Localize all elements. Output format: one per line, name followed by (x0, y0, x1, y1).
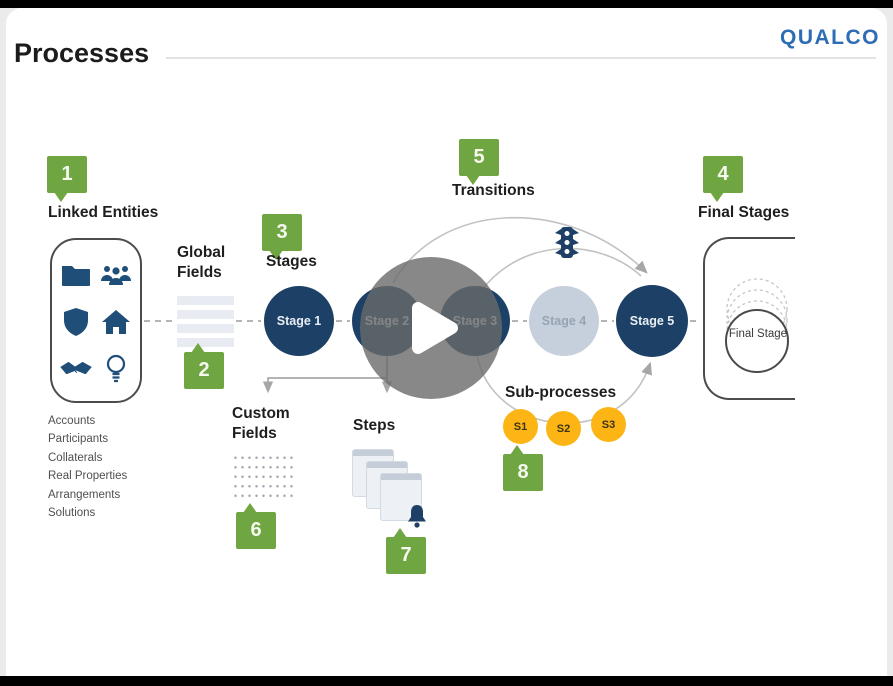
stage-circle-4: Stage 4 (529, 286, 599, 356)
badge-2: 2 (184, 343, 224, 389)
custom-fields-grid (232, 453, 296, 501)
final-stages-box (703, 237, 795, 400)
shield-icon (64, 307, 88, 336)
stage-circle-1: Stage 1 (264, 286, 334, 356)
badge-6-number: 6 (250, 519, 262, 541)
subprocess-circle-s3: S3 (591, 407, 626, 442)
stages-title: Stages (266, 253, 317, 270)
list-item: Real Properties (48, 470, 128, 483)
badge-7-number: 7 (400, 544, 412, 566)
transitions-title: Transitions (452, 182, 535, 199)
linked-entities-list: Accounts Participants Collaterals Real P… (48, 412, 127, 522)
list-item: Accounts (48, 415, 96, 427)
list-item: Participants (48, 433, 109, 446)
global-field-bar (177, 310, 234, 319)
badge-8: 8 (503, 445, 543, 491)
page-title: Processes (14, 38, 150, 68)
qualco-logo: QUALCO (780, 26, 880, 49)
badge-5: 5 (459, 139, 499, 185)
step-card (380, 473, 422, 521)
badge-7: 7 (386, 528, 426, 574)
linked-entities-box (50, 238, 142, 403)
final-stage-circle-label: Final Stage (728, 328, 788, 340)
linked-entities-title: Linked Entities (48, 204, 159, 221)
badge-2-number: 2 (198, 359, 210, 381)
badge-1-number: 1 (61, 163, 73, 185)
list-item: Solutions (48, 507, 96, 520)
folder-icon (62, 266, 90, 287)
badge-6: 6 (236, 503, 276, 549)
global-fields-title: Global Fields (177, 244, 226, 282)
custom-fields-title: Custom Fields (232, 405, 290, 443)
final-stages-title: Final Stages (698, 204, 790, 221)
s1-label: S1 (513, 420, 528, 433)
play-icon (412, 302, 458, 354)
steps-title: Steps (353, 417, 396, 434)
stage-4-label: Stage 4 (541, 314, 587, 328)
stage-5-label: Stage 5 (629, 314, 675, 328)
lightbulb-icon (106, 354, 126, 382)
badge-1: 1 (47, 156, 87, 202)
badge-4-number: 4 (717, 163, 729, 185)
badge-3: 3 (262, 214, 302, 260)
sub-processes-title: Sub-processes (505, 384, 617, 401)
global-field-bar (177, 338, 234, 347)
linked-entities-icons (56, 252, 136, 392)
list-item: Collaterals (48, 451, 103, 464)
traffic-light-icon (555, 227, 579, 258)
s2-label: S2 (556, 422, 571, 435)
global-field-bar (177, 296, 234, 305)
badge-4: 4 (703, 156, 743, 202)
stage-circle-5: Stage 5 (616, 285, 688, 357)
badge-8-number: 8 (517, 461, 529, 483)
stage-1-label: Stage 1 (276, 314, 322, 328)
global-field-bar (177, 324, 234, 333)
bell-icon (408, 505, 426, 528)
play-button[interactable] (360, 257, 502, 399)
badge-5-number: 5 (473, 146, 485, 168)
subprocess-circle-s1: S1 (503, 409, 538, 444)
title-divider (166, 57, 876, 59)
s3-label: S3 (601, 418, 616, 431)
list-item: Arrangements (48, 488, 121, 501)
handshake-icon (60, 361, 92, 374)
subprocess-circle-s2: S2 (546, 411, 581, 446)
team-icon (101, 265, 131, 285)
home-icon (102, 309, 130, 334)
badge-3-number: 3 (276, 221, 288, 243)
